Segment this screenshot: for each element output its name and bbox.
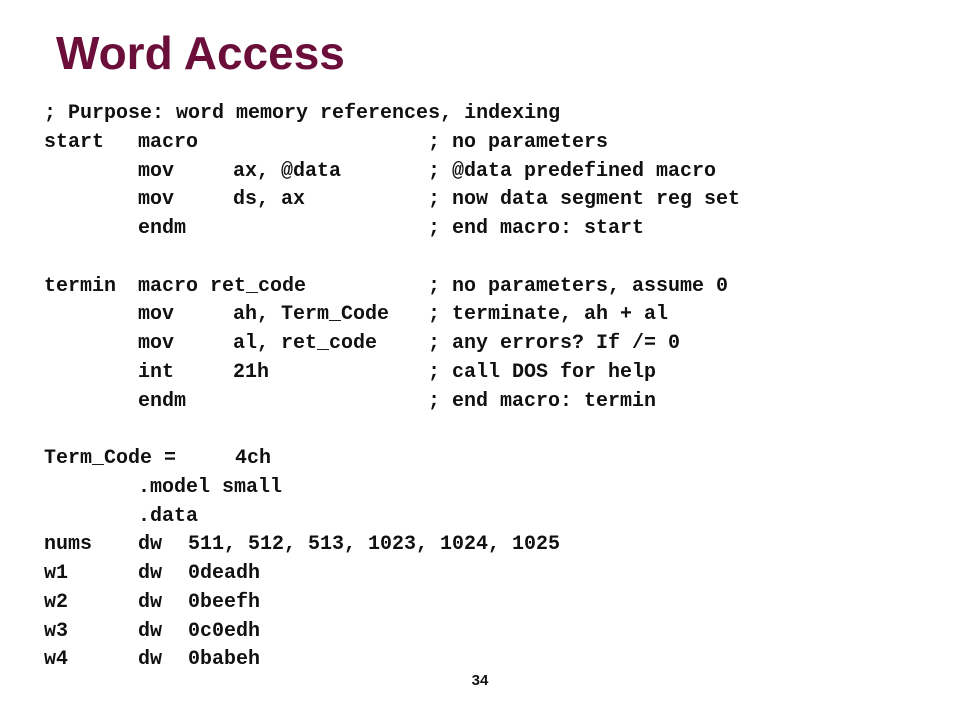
code-line: mov al, ret_code ; any errors? If /= 0 <box>0 332 960 356</box>
code-mnemonic: mov <box>138 188 175 212</box>
slide-title: Word Access <box>56 27 345 79</box>
code-operands: 4ch <box>235 447 272 470</box>
code-mnemonic: endm <box>138 389 187 413</box>
code-operands: 0c0edh <box>188 619 261 643</box>
code-line: endm ; end macro: termin <box>0 390 960 414</box>
code-label: Term_Code = <box>44 447 177 470</box>
code-comment: ; no parameters <box>428 130 609 154</box>
code-mnemonic: mov <box>138 303 175 327</box>
code-line: w4 dw 0babeh <box>0 648 960 672</box>
code-comment: ; @data predefined macro <box>428 159 717 183</box>
code-line <box>0 246 960 270</box>
code-operands: 511, 512, 513, 1023, 1024, 1025 <box>188 533 561 557</box>
code-comment: ; end macro: termin <box>428 389 657 413</box>
code-line: nums dw 511, 512, 513, 1023, 1024, 1025 <box>0 533 960 557</box>
code-label: nums <box>44 533 93 557</box>
code-mnemonic: .data <box>138 504 199 528</box>
code-comment: ; now data segment reg set <box>428 188 741 212</box>
code-line: int 21h ; call DOS for help <box>0 361 960 385</box>
code-operands: al, ret_code <box>233 332 378 355</box>
code-mnemonic: macro <box>138 130 199 154</box>
code-line: mov ah, Term_Code ; terminate, ah + al <box>0 303 960 327</box>
code-line: mov ds, ax ; now data segment reg set <box>0 188 960 212</box>
code-comment: ; terminate, ah + al <box>428 303 669 327</box>
code-operands: 0babeh <box>188 648 261 672</box>
code-line: ; Purpose: word memory references, index… <box>0 102 960 126</box>
code-line: Term_Code = 4ch <box>0 447 960 471</box>
code-mnemonic: .model small <box>138 475 283 499</box>
code-operands: 0deadh <box>188 562 261 585</box>
code-line: .data <box>0 505 960 529</box>
code-label: w3 <box>44 619 69 643</box>
code-label: start <box>44 130 105 154</box>
code-mnemonic: mov <box>138 332 175 355</box>
page-number: 34 <box>471 672 489 689</box>
code-line: w1 dw 0deadh <box>0 562 960 586</box>
code-mnemonic: mov <box>138 159 175 183</box>
code-comment: ; Purpose: word memory references, index… <box>44 102 561 125</box>
code-mnemonic: dw <box>138 648 163 672</box>
code-line: termin macro ret_code ; no parameters, ass… <box>0 275 960 299</box>
code-line: .model small <box>0 476 960 500</box>
code-mnemonic: dw <box>138 619 163 643</box>
code-operands: 21h <box>233 360 270 384</box>
code-mnemonic: dw <box>138 590 163 614</box>
code-mnemonic: dw <box>138 562 163 585</box>
code-comment: ; any errors? If /= 0 <box>428 332 681 355</box>
code-label: w2 <box>44 590 69 614</box>
code-comment: ; no parameters, assume 0 <box>428 274 729 298</box>
code-mnemonic: macro ret_code <box>138 274 307 298</box>
code-line: w3 dw 0c0edh <box>0 620 960 644</box>
code-operands: ah, Term_Code <box>233 303 390 327</box>
code-line: endm ; end macro: start <box>0 217 960 241</box>
code-label: termin <box>44 274 117 298</box>
code-label: w4 <box>44 648 69 672</box>
code-mnemonic: dw <box>138 533 163 557</box>
code-line: start macro ; no parameters <box>0 131 960 155</box>
code-mnemonic: int <box>138 360 175 384</box>
code-mnemonic: endm <box>138 217 187 240</box>
code-operands: ax, @data <box>233 159 342 183</box>
code-operands: 0beefh <box>188 590 261 614</box>
code-line: w2 dw 0beefh <box>0 591 960 615</box>
code-label: w1 <box>44 562 69 585</box>
code-comment: ; end macro: start <box>428 217 645 240</box>
code-operands: ds, ax <box>233 188 306 212</box>
code-line <box>0 418 960 442</box>
code-line: mov ax, @data ; @data predefined macro <box>0 160 960 184</box>
code-comment: ; call DOS for help <box>428 360 657 384</box>
